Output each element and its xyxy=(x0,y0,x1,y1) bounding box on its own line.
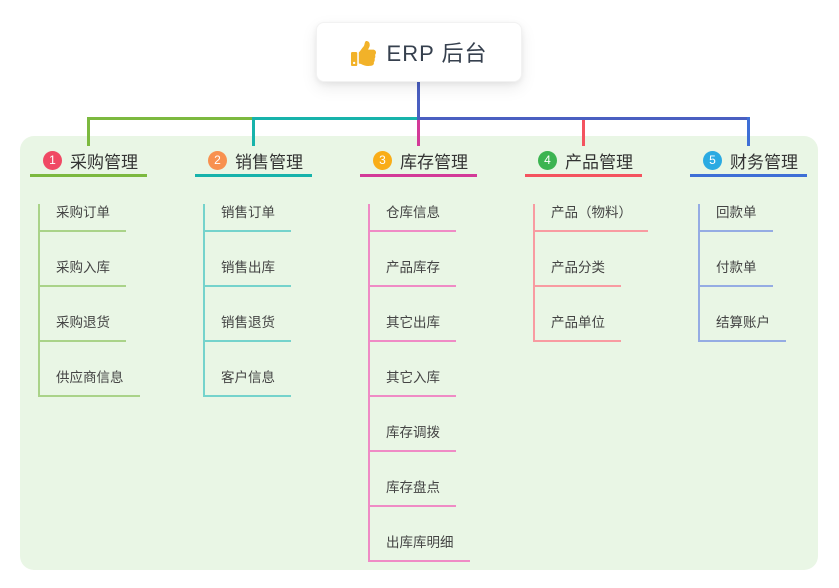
branch-item[interactable]: 产品分类 xyxy=(535,259,621,287)
branch-采购管理: 1 采购管理采购订单采购入库采购退货供应商信息 xyxy=(30,146,147,397)
branch-number-badge: 4 xyxy=(538,150,557,170)
branch-item[interactable]: 结算账户 xyxy=(700,314,786,342)
branch-item[interactable]: 付款单 xyxy=(700,259,773,287)
connector-drop-4 xyxy=(582,120,585,146)
branch-items: 产品（物料） 产品分类产品单位 xyxy=(533,204,648,342)
branch-item[interactable]: 采购订单 xyxy=(40,204,126,232)
branch-label: 产品管理 xyxy=(565,152,633,172)
branch-item[interactable]: 销售订单 xyxy=(205,204,291,232)
branch-number-badge: 5 xyxy=(703,150,722,170)
branch-item[interactable]: 回款单 xyxy=(700,204,773,232)
connector-drop-2 xyxy=(252,117,255,146)
branch-label: 财务管理 xyxy=(730,152,798,172)
branches-panel xyxy=(20,136,818,570)
branch-label: 采购管理 xyxy=(70,152,138,172)
connector-drop-3 xyxy=(417,120,420,146)
branch-item[interactable]: 销售出库 xyxy=(205,259,291,287)
branch-number-badge: 2 xyxy=(208,150,227,170)
root-node[interactable]: ERP 后台 xyxy=(316,22,522,82)
branch-label: 库存管理 xyxy=(400,152,468,172)
branch-item[interactable]: 产品库存 xyxy=(370,259,456,287)
branch-items: 销售订单销售出库销售退货客户信息 xyxy=(203,204,291,397)
branch-item[interactable]: 采购退货 xyxy=(40,314,126,342)
connector-trunk xyxy=(417,82,420,120)
branch-财务管理: 5 财务管理回款单付款单结算账户 xyxy=(690,146,807,342)
branch-item[interactable]: 其它入库 xyxy=(370,369,456,397)
branch-产品管理: 4 产品管理产品（物料） 产品分类产品单位 xyxy=(525,146,648,342)
branch-item[interactable]: 产品（物料） xyxy=(535,204,648,232)
branch-item[interactable]: 库存调拨 xyxy=(370,424,456,452)
branch-head[interactable]: 1 采购管理 xyxy=(30,146,147,177)
connector-drop-5 xyxy=(747,117,750,146)
connector-drop-1 xyxy=(87,117,90,146)
thumbs-up-icon xyxy=(350,40,376,66)
branch-items: 采购订单采购入库采购退货供应商信息 xyxy=(38,204,140,397)
branch-head[interactable]: 3 库存管理 xyxy=(360,146,477,177)
branch-number-badge: 3 xyxy=(373,150,392,170)
root-title: ERP 后台 xyxy=(386,41,488,66)
branch-销售管理: 2 销售管理销售订单销售出库销售退货客户信息 xyxy=(195,146,312,397)
branch-head[interactable]: 4 产品管理 xyxy=(525,146,642,177)
branch-item[interactable]: 产品单位 xyxy=(535,314,621,342)
connector-h-2 xyxy=(252,117,420,120)
branch-label: 销售管理 xyxy=(235,152,303,172)
branch-item[interactable]: 仓库信息 xyxy=(370,204,456,232)
branch-item[interactable]: 销售退货 xyxy=(205,314,291,342)
branch-items: 回款单付款单结算账户 xyxy=(698,204,786,342)
branch-item[interactable]: 供应商信息 xyxy=(40,369,140,397)
connector-h-5 xyxy=(417,117,750,120)
branch-库存管理: 3 库存管理仓库信息产品库存其它出库其它入库库存调拨库存盘点出库库明细 xyxy=(360,146,477,562)
branch-items: 仓库信息产品库存其它出库其它入库库存调拨库存盘点出库库明细 xyxy=(368,204,470,562)
branch-item[interactable]: 采购入库 xyxy=(40,259,126,287)
branch-item[interactable]: 客户信息 xyxy=(205,369,291,397)
branch-number-badge: 1 xyxy=(43,150,62,170)
branch-head[interactable]: 2 销售管理 xyxy=(195,146,312,177)
branch-item[interactable]: 库存盘点 xyxy=(370,479,456,507)
branch-item[interactable]: 其它出库 xyxy=(370,314,456,342)
branch-head[interactable]: 5 财务管理 xyxy=(690,146,807,177)
branch-item[interactable]: 出库库明细 xyxy=(370,534,470,562)
